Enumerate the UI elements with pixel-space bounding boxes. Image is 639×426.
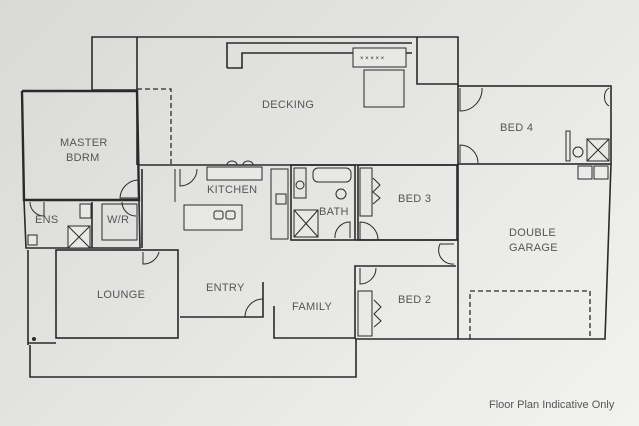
room-label-wr: W/R: [107, 214, 130, 226]
room-label-kitchen: KITCHEN: [207, 184, 258, 196]
kitchen-walls: [139, 160, 458, 248]
decking-outline: × × × × ×: [91, 36, 459, 165]
ensuite-walls: [23, 199, 141, 249]
svg-text:× × × × ×: × × × × ×: [360, 56, 385, 62]
room-label-bed3: BED 3: [398, 193, 432, 205]
room-label-lounge: LOUNGE: [97, 289, 146, 301]
room-label-bed4: BED 4: [500, 122, 534, 134]
outdoor-table: [363, 69, 405, 108]
room-label-decking: DECKING: [262, 99, 315, 111]
room-label-bed2: BED 2: [398, 294, 432, 306]
garage-walls: [457, 163, 612, 340]
toilet-icon: [27, 234, 38, 246]
bed4-walls: [457, 85, 612, 180]
room-label-master-bdrm-line1: MASTER: [60, 137, 108, 149]
room-label-double-garage-line2: GARAGE: [509, 242, 558, 254]
cooktop-icon: [275, 193, 287, 205]
kitchen-bench: [206, 166, 263, 181]
room-label-ens: ENS: [35, 214, 59, 226]
family-entry-walls: [29, 282, 357, 378]
room-label-double-garage-line1: DOUBLE: [509, 227, 557, 239]
door-swing: [119, 179, 139, 199]
disclaimer-caption: Floor Plan Indicative Only: [489, 399, 615, 411]
lounge-walls: [27, 249, 179, 345]
room-label-family: FAMILY: [292, 301, 333, 313]
room-label-bath: BATH: [319, 206, 349, 218]
basin-icon: [79, 203, 92, 219]
bathtub-icon: [312, 167, 352, 183]
bathroom-walls: [290, 164, 356, 241]
room-label-master-bdrm-line2: BDRM: [66, 152, 100, 164]
bbq-grill: [352, 47, 407, 68]
hall-and-bed2-walls: [354, 239, 458, 340]
room-label-entry: ENTRY: [206, 282, 245, 294]
kitchen-island: [183, 204, 243, 231]
